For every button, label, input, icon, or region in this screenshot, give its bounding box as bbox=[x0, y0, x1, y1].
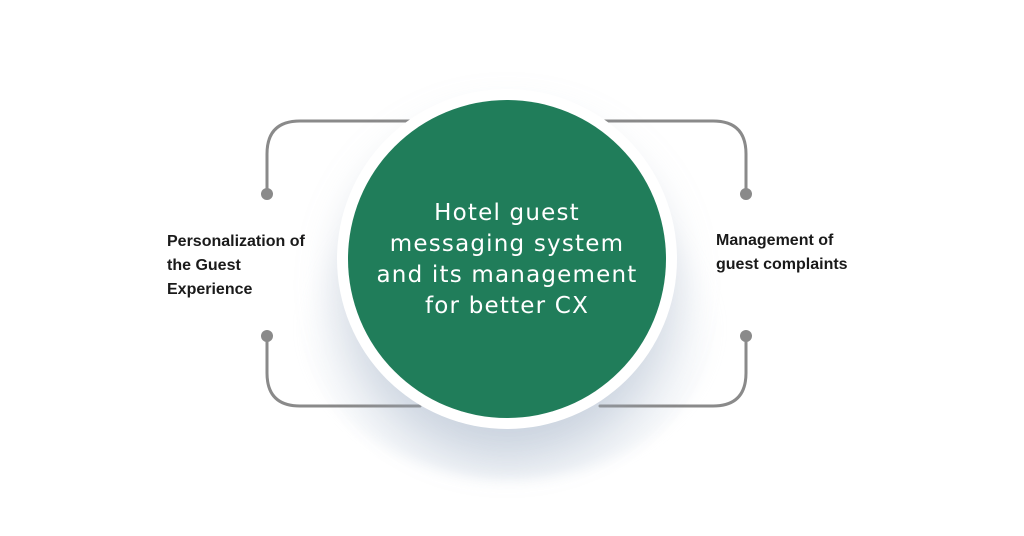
connector-top-left bbox=[265, 119, 422, 196]
left-node-label: Personalization of the Guest Experience bbox=[167, 233, 305, 298]
center-circle-text: Hotel guest messaging system and its man… bbox=[376, 200, 638, 319]
connector-bottom-right bbox=[598, 334, 748, 408]
connector-top-right bbox=[598, 119, 748, 196]
right-node-label: Management of guest complaints bbox=[716, 232, 848, 273]
connector-dot-top-right bbox=[740, 188, 752, 200]
connector-dot-top-left bbox=[261, 188, 273, 200]
center-circle: Hotel guest messaging system and its man… bbox=[348, 100, 666, 418]
connector-bottom-left bbox=[265, 334, 422, 408]
connector-dot-bottom-right bbox=[740, 330, 752, 342]
connector-dot-bottom-left bbox=[261, 330, 273, 342]
